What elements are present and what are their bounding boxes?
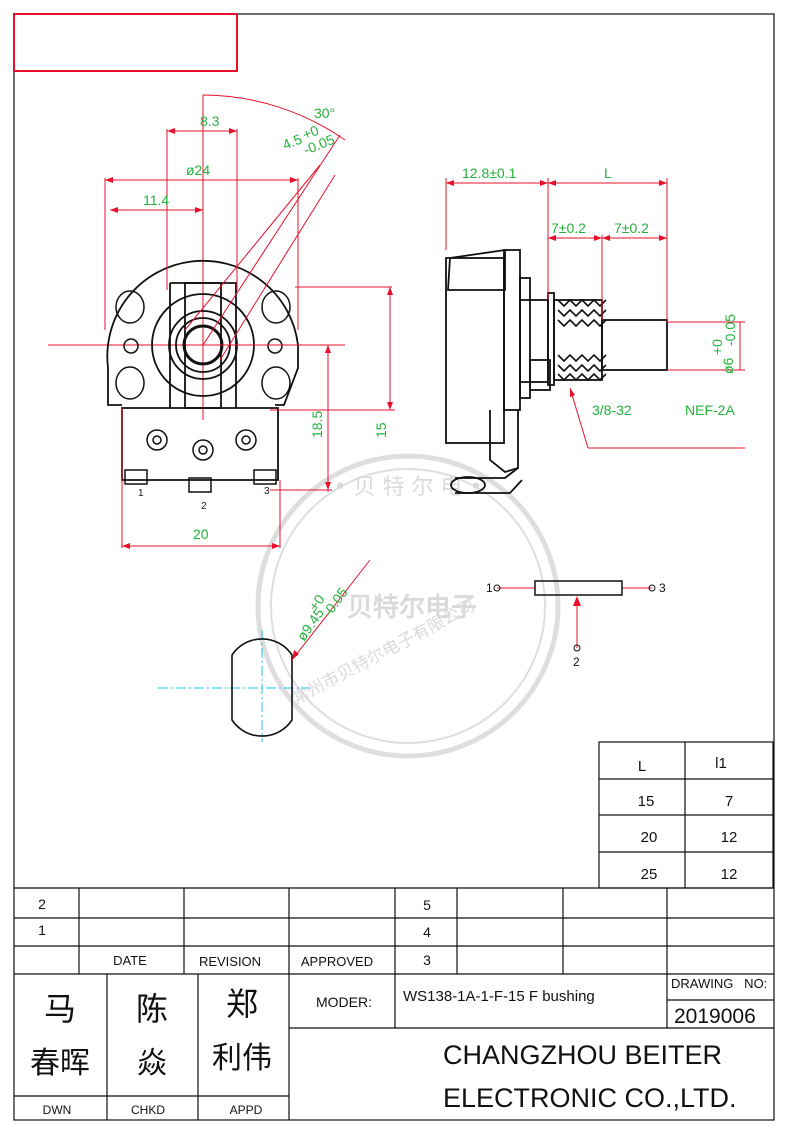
dim-12-8: 12.8±0.1 <box>462 165 517 181</box>
dim-thread: 3/8-32 <box>592 402 632 418</box>
dim-dia-6: ø6 <box>720 357 736 374</box>
title-block: 2 1 5 4 3 DATE REVISION APPROVED 马 春晖 陈 … <box>14 887 774 1120</box>
length-table-cell: 20 <box>641 829 658 846</box>
front-terminal-holes <box>146 429 257 461</box>
drawing-no-value: 2019006 <box>674 1005 756 1028</box>
sig-chkd-1: 陈 <box>136 990 168 1028</box>
sig-appd-1: 郑 <box>226 985 258 1023</box>
dim-nef: NEF-2A <box>685 402 735 418</box>
resistor-body <box>534 580 623 596</box>
col-approved: APPROVED <box>301 954 373 969</box>
length-table-cell: 12 <box>721 829 738 846</box>
length-table-cell: 25 <box>641 866 658 883</box>
length-table-cell: 15 <box>638 793 655 810</box>
dim-L: L <box>604 165 612 181</box>
dim-4-5: 4.5 <box>280 131 304 153</box>
label-box <box>13 13 238 72</box>
watermark-stamp: • 贝 特 尔 电 • 贝特尔电子 常州市贝特尔电子有限公司 <box>255 453 561 759</box>
rev-row-2: 2 <box>38 896 46 912</box>
sig-chkd-2: 焱 <box>137 1046 167 1081</box>
schematic-pin-1: 1 <box>486 581 493 595</box>
pin-label-3: 3 <box>264 486 270 497</box>
schematic-symbol: 1 3 2 <box>486 580 666 669</box>
dim-18-5: 18.5 <box>309 411 325 438</box>
label-appd: APPD <box>230 1103 263 1117</box>
sig-dwn-1: 马 <box>44 990 76 1028</box>
pin-label-2: 2 <box>201 501 207 512</box>
sig-dwn-2: 春晖 <box>30 1046 90 1081</box>
label-dwn: DWN <box>43 1103 72 1117</box>
side-dimension-lines <box>445 178 745 449</box>
moder-label: MODER: <box>316 994 372 1010</box>
dim-6-tol-top: +0 <box>709 339 725 355</box>
dim-6-tol-bot: -0.05 <box>722 314 738 346</box>
front-lugs <box>115 290 291 400</box>
dim-7-b: 7±0.2 <box>614 220 649 236</box>
moder-value: WS138-1A-1-F-15 F bushing <box>403 988 595 1005</box>
company-name-line2: ELECTRONIC CO.,LTD. <box>443 1083 737 1113</box>
sig-appd-2: 利伟 <box>212 1041 272 1076</box>
side-arrowheads <box>446 180 667 397</box>
dim-9-45-tol-top: +0 <box>305 591 327 613</box>
watermark-center-text: 贝特尔电子 <box>347 592 477 623</box>
schematic-pin-2: 2 <box>573 655 580 669</box>
front-view: 1 2 3 <box>48 94 395 549</box>
dim-15: 15 <box>373 422 389 438</box>
pin-label-1: 1 <box>138 488 144 499</box>
rev-row-1: 1 <box>38 922 46 938</box>
side-body-outline <box>445 248 668 494</box>
col-date: DATE <box>113 953 147 968</box>
length-table-header-L: L <box>638 758 646 775</box>
dim-11-4: 11.4 <box>143 192 169 208</box>
side-thread <box>557 298 607 382</box>
length-table-cell: 7 <box>725 793 733 810</box>
schematic-pin-3: 3 <box>659 581 666 595</box>
length-table: L l1 15 7 20 12 25 12 <box>598 741 774 889</box>
dim-angle-30: 30° <box>314 105 335 121</box>
rev-row-4: 4 <box>423 924 431 940</box>
dim-8-3: 8.3 <box>200 113 220 129</box>
front-dimension-lines <box>104 94 395 548</box>
front-arrowheads <box>105 128 393 549</box>
sheet-frame <box>13 13 775 1121</box>
dim-20: 20 <box>193 526 209 542</box>
length-table-cell: 12 <box>721 866 738 883</box>
dim-dia-24: ø24 <box>186 162 210 178</box>
company-name-line1: CHANGZHOU BEITER <box>443 1040 722 1070</box>
side-view: 12.8±0.1 L 7±0.2 7±0.2 ø6 +0 -0.05 3/8-3… <box>445 165 745 494</box>
rev-row-5: 5 <box>423 897 431 913</box>
drawing-no-label: DRAWING NO: <box>671 976 767 991</box>
dim-4-5-tol-top: +0 <box>300 122 321 143</box>
dim-7-a: 7±0.2 <box>551 220 586 236</box>
front-terminal-tabs <box>124 469 277 493</box>
rev-row-3: 3 <box>423 952 431 968</box>
flatted-shaft-profile <box>231 638 293 737</box>
col-revision: REVISION <box>199 954 261 969</box>
label-chkd: CHKD <box>131 1103 165 1117</box>
length-table-header-l1: l1 <box>715 755 727 772</box>
